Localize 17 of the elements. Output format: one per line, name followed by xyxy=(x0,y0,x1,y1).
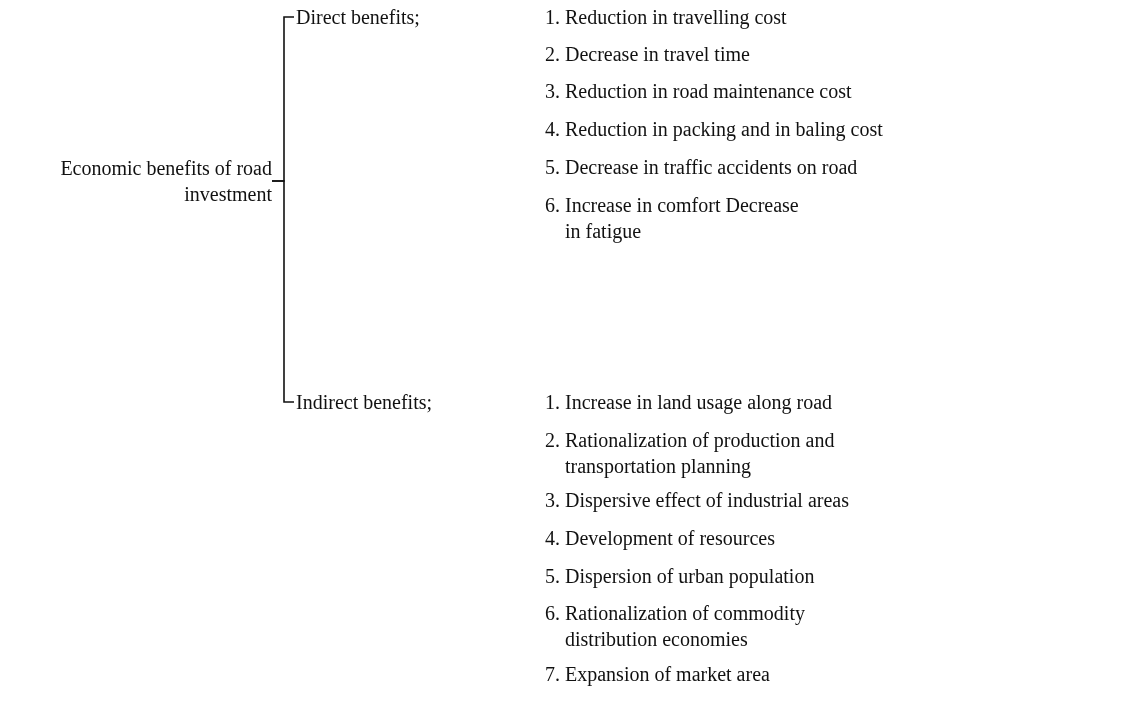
bracket-connector xyxy=(271,180,295,403)
list-item: 5. Decrease in traffic accidents on road xyxy=(545,155,859,180)
list-item: 7. Expansion of market area xyxy=(545,662,771,687)
list-item: 1. Increase in land usage along road xyxy=(545,390,834,415)
list-item: 6. Rationalization of commodity distribution economies xyxy=(545,601,806,652)
list-item: 3. Dispersive effect of industrial areas xyxy=(545,488,850,513)
list-item: 6. Increase in comfort Decrease in fatigue xyxy=(545,193,800,244)
list-item: 5. Dispersion of urban population xyxy=(545,564,816,589)
list-item: 3. Reduction in road maintenance cost xyxy=(545,79,853,104)
category-label: Indirect benefits; xyxy=(296,389,433,415)
list-item: 4. Reduction in packing and in baling cost xyxy=(545,117,884,142)
list-item: 4. Development of resources xyxy=(545,526,776,551)
category-label: Direct benefits; xyxy=(296,4,420,30)
category-label: Economic benefits of road investment xyxy=(32,155,272,207)
list-item: 1. Reduction in travelling cost xyxy=(545,5,788,30)
list-item: 2. Decrease in travel time xyxy=(545,42,751,67)
list-item: 2. Rationalization of production and transportation planning xyxy=(545,428,836,479)
